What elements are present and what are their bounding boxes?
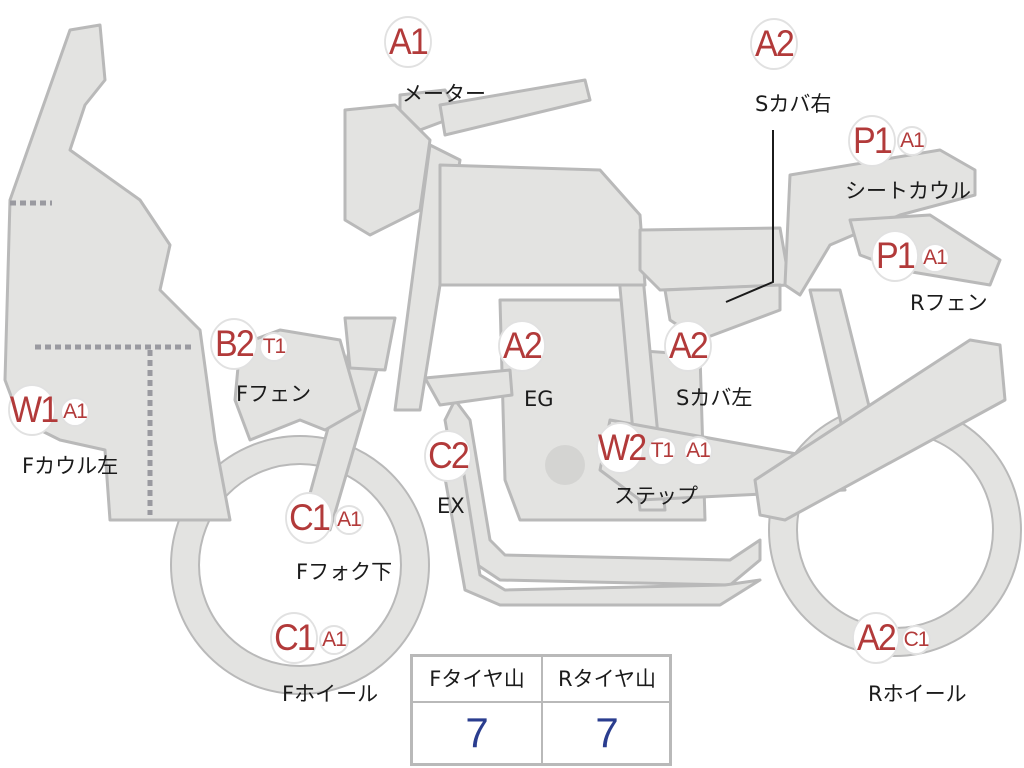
engine-code: A2	[498, 320, 546, 372]
seat	[638, 226, 792, 292]
front-tire-value: 7	[465, 709, 489, 756]
front-fender-sub-code: T1	[259, 332, 289, 362]
front-cowl-left-label: Fカウル左	[22, 454, 119, 478]
front-fork-lower-sub-code: A1	[334, 505, 364, 535]
rear-tire-value: 7	[595, 709, 619, 756]
side-cover-right-code: A2	[750, 18, 798, 70]
seat-cowl-code: P1	[848, 115, 896, 167]
side-cover-left-label: Sカバ左	[676, 386, 753, 410]
meter-code: A1	[384, 16, 432, 68]
side-cover-left-code: A2	[664, 320, 712, 372]
rear-fender-code: P1	[871, 230, 919, 282]
front-tire-header: Fタイヤ山	[413, 657, 541, 703]
fork-cover	[343, 316, 397, 372]
rear-wheel-sub-code: C1	[901, 625, 931, 655]
side-cover-right-label: Sカバ右	[755, 92, 832, 116]
front-fork-lower-label: Fフォク下	[296, 560, 393, 584]
step-label: ステップ	[614, 484, 698, 508]
seat-cowl-sub-code: A1	[897, 126, 927, 156]
exhaust-lower	[438, 448, 762, 607]
front-cowl-shape	[3, 23, 232, 522]
rear-fender-sub-code: A1	[920, 243, 950, 273]
front-wheel-code: C1	[270, 612, 318, 664]
rear-wheel-label: Rホイール	[868, 682, 967, 706]
engine-head	[423, 368, 514, 407]
seat-cowl-label: シートカウル	[845, 179, 971, 203]
handlebar	[438, 78, 592, 137]
side-cover-right-leader	[725, 130, 774, 303]
rear-wheel-code: A2	[852, 612, 900, 664]
exhaust-code: C2	[424, 430, 472, 482]
rear-fender-label: Rフェン	[910, 291, 988, 315]
table-divider	[541, 657, 543, 763]
step-sub-code: T1	[647, 436, 677, 466]
engine-label: EG	[524, 387, 554, 411]
front-cowl-left-sub-code: A1	[60, 397, 90, 427]
step-sub2-code: A1	[683, 436, 713, 466]
engine-cover	[545, 445, 585, 485]
front-fork-lower-code: C1	[285, 492, 333, 544]
step-code: W2	[596, 422, 647, 474]
exhaust-label: EX	[437, 494, 465, 518]
front-cowl-left-code: W1	[8, 384, 59, 436]
headlight	[343, 103, 432, 237]
front-fender-code: B2	[210, 318, 258, 370]
meter-label: メーター	[402, 82, 486, 106]
front-wheel-rim	[172, 437, 428, 693]
fuel-tank	[438, 163, 647, 287]
tire-tread-table: Fタイヤ山 Rタイヤ山 7 7	[410, 654, 672, 766]
front-fender-label: Fフェン	[236, 382, 312, 406]
front-wheel-sub-code: A1	[319, 625, 349, 655]
front-wheel-label: Fホイール	[282, 682, 379, 706]
rear-tire-header: Rタイヤ山	[543, 657, 671, 703]
rear-shock	[753, 338, 1007, 522]
